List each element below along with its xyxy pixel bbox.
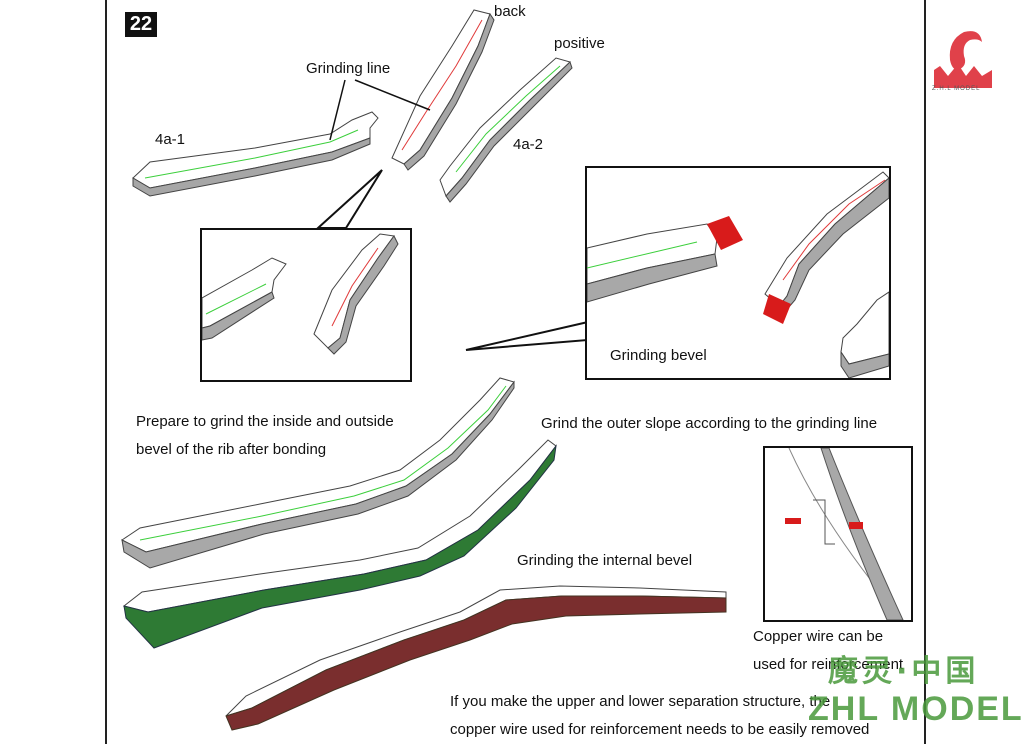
left-page-border	[105, 0, 107, 744]
instruction-prepare: Prepare to grind the inside and outside …	[136, 408, 394, 464]
bevel-closeup	[587, 171, 889, 378]
label-grinding-line: Grinding line	[306, 60, 391, 77]
label-4a-1: 4a-1	[155, 131, 186, 148]
right-page-border	[924, 0, 926, 744]
joint-closeup	[202, 233, 399, 355]
label-4a-2: 4a-2	[513, 136, 544, 153]
rib-back	[391, 9, 495, 171]
inset-pointer-right	[465, 320, 589, 351]
label-grind-internal: Grinding the internal bevel	[517, 552, 693, 569]
assembled-rib-outer-bevel	[122, 439, 557, 649]
detail-inset-joint	[200, 228, 412, 382]
label-grinding-bevel: Grinding bevel	[610, 347, 707, 364]
instruction-prepare-line2: bevel of the rib after bonding	[136, 441, 327, 458]
watermark-chinese: 魔灵·中国	[828, 654, 980, 689]
grinding-line-callout	[329, 79, 431, 141]
detail-inset-copper-wire	[763, 446, 913, 622]
instruction-separation: If you make the upper and lower separati…	[450, 688, 869, 744]
zhl-logo-icon	[934, 31, 992, 88]
detail-inset-grinding-bevel	[585, 166, 891, 380]
instruction-prepare-line1: Prepare to grind the inside and outside	[136, 413, 394, 430]
instruction-separation-line1: If you make the upper and lower separati…	[450, 693, 831, 710]
instruction-separation-line2: copper wire used for reinforcement needs…	[450, 721, 870, 738]
label-positive: positive	[554, 35, 605, 52]
instruction-copper: Copper wire can be used for reinforcemen…	[753, 623, 903, 679]
assembled-rib-inner-bevel	[225, 585, 727, 731]
rib-4a-2	[439, 57, 573, 203]
label-grind-outer: Grind the outer slope according to the g…	[541, 415, 878, 432]
assembled-rib-plain	[121, 377, 515, 569]
instruction-copper-line1: Copper wire can be	[753, 628, 884, 645]
label-back: back	[494, 3, 526, 20]
instruction-copper-line2: used for reinforcement	[753, 656, 904, 673]
copper-wire-closeup	[785, 448, 904, 620]
rib-4a-1	[132, 111, 379, 197]
step-number: 22	[125, 12, 157, 37]
logo-text: Z.H.L MODEL	[932, 86, 981, 92]
inset-pointer-left	[315, 169, 383, 229]
watermark-english: ZHL MODEL	[808, 690, 1024, 728]
